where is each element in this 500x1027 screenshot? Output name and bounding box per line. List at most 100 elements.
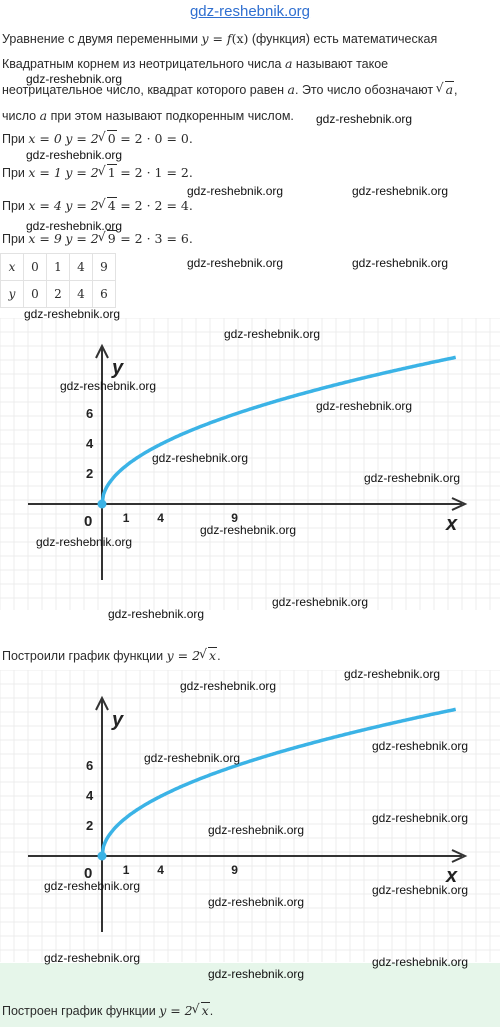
- y-tick-label: 6: [86, 758, 93, 773]
- math-expression: y = 2: [65, 231, 99, 246]
- y-axis-arrow: [95, 343, 109, 359]
- values-table: x 0 1 4 9 y 0 2 4 6: [0, 253, 116, 308]
- math-expression: x = 0: [28, 131, 62, 146]
- watermark: gdz-reshebnik.org: [144, 751, 241, 765]
- math-expression: = 2 · 0 = 0.: [120, 131, 193, 146]
- watermark: gdz-reshebnik.org: [372, 883, 469, 897]
- site-title[interactable]: gdz-reshebnik.org: [189, 3, 311, 20]
- function-curve: [100, 707, 457, 857]
- intro-text: Квадратным корнем из неотрицательного чи…: [2, 57, 282, 71]
- watermark: gdz-reshebnik.org: [26, 148, 123, 162]
- math-expression: = 2 · 2 = 4.: [120, 198, 193, 213]
- watermark: gdz-reshebnik.org: [152, 451, 249, 465]
- table-header-cell: x: [0, 253, 24, 281]
- intro-line-2: Квадратным корнем из неотрицательного чи…: [2, 56, 388, 72]
- intro-text: при этом называют подкоренным числом.: [50, 109, 294, 123]
- math-expression: y = 2: [65, 198, 99, 213]
- table-cell: 1: [46, 253, 70, 281]
- caption-1: Построили график функции y = 2x.: [2, 646, 221, 664]
- sqrt-expression: 1: [98, 163, 117, 181]
- watermark: gdz-reshebnik.org: [26, 219, 123, 233]
- sqrt-expression: 4: [98, 196, 117, 214]
- watermark: gdz-reshebnik.org: [224, 327, 321, 341]
- watermark: gdz-reshebnik.org: [316, 399, 413, 413]
- watermark: gdz-reshebnik.org: [352, 256, 449, 270]
- watermark: gdz-reshebnik.org: [187, 184, 284, 198]
- math-expression: x = 9: [28, 231, 62, 246]
- calc-prefix: При: [2, 199, 25, 213]
- watermark: gdz-reshebnik.org: [36, 535, 133, 549]
- sqrt-expression: x: [192, 1001, 210, 1019]
- watermark: gdz-reshebnik.org: [316, 112, 413, 126]
- y-tick-label: 2: [86, 466, 93, 481]
- y-tick-label: 4: [86, 788, 94, 803]
- y-axis-label: y: [111, 357, 124, 379]
- watermark: gdz-reshebnik.org: [372, 739, 469, 753]
- y-axis-label: y: [111, 709, 124, 731]
- watermark: gdz-reshebnik.org: [364, 471, 461, 485]
- x-tick-label: 9: [231, 863, 238, 877]
- y-tick-label: 2: [86, 818, 93, 833]
- intro-text: неотрицательное число, квадрат которого …: [2, 83, 285, 97]
- caption-text: Построили график функции: [2, 649, 164, 663]
- intro-text: Уравнение с двумя переменными: [2, 32, 198, 46]
- watermark: gdz-reshebnik.org: [208, 967, 305, 981]
- watermark: gdz-reshebnik.org: [372, 811, 469, 825]
- x-axis-arrow: [451, 849, 468, 863]
- math-expression: a: [39, 108, 48, 123]
- x-axis-arrow: [451, 497, 468, 511]
- x-tick-label: 1: [123, 863, 130, 877]
- watermark: gdz-reshebnik.org: [44, 951, 141, 965]
- table-header-cell: y: [0, 280, 24, 308]
- table-row: x 0 1 4 9: [0, 253, 116, 281]
- watermark: gdz-reshebnik.org: [208, 823, 305, 837]
- table-cell: 9: [92, 253, 116, 281]
- calc-line-2: При x = 1 y = 21 = 2 · 1 = 2.: [2, 163, 193, 181]
- origin-label: 0: [84, 865, 92, 882]
- sqrt-expression: a: [436, 80, 455, 98]
- table-cell: 6: [92, 280, 116, 308]
- intro-text: называют такое: [295, 57, 389, 71]
- watermark: gdz-reshebnik.org: [200, 523, 297, 537]
- watermark: gdz-reshebnik.org: [352, 184, 449, 198]
- x-axis-label: x: [445, 865, 458, 887]
- calc-prefix: При: [2, 166, 25, 180]
- math-expression: a: [284, 56, 293, 71]
- watermark: gdz-reshebnik.org: [24, 307, 121, 321]
- math-expression: (x): [231, 31, 249, 46]
- caption-text: Построен график функции: [2, 1004, 156, 1018]
- math-expression: = 2 · 1 = 2.: [120, 165, 193, 180]
- watermark: gdz-reshebnik.org: [272, 595, 369, 609]
- watermark: gdz-reshebnik.org: [372, 955, 469, 969]
- table-row: y 0 2 4 6: [0, 280, 116, 308]
- math-expression: x = 4: [28, 198, 62, 213]
- y-tick-label: 4: [86, 436, 94, 451]
- intro-line-4: число a при этом называют подкоренным чи…: [2, 108, 294, 124]
- data-point: [97, 851, 107, 861]
- table-cell: 2: [46, 280, 70, 308]
- math-expression: y = 2: [65, 131, 99, 146]
- table-cell: 0: [23, 253, 47, 281]
- math-expression: y = 2: [166, 648, 201, 663]
- watermark: gdz-reshebnik.org: [344, 667, 441, 681]
- math-expression: x = 1: [28, 165, 62, 180]
- intro-text: ,: [454, 83, 458, 97]
- caption-end: .: [217, 649, 221, 663]
- watermark: gdz-reshebnik.org: [44, 879, 141, 893]
- function-curve: [100, 355, 457, 505]
- math-expression: a: [287, 82, 295, 97]
- y-tick-label: 6: [86, 406, 93, 421]
- calc-line-1: При x = 0 y = 20 = 2 · 0 = 0.: [2, 129, 193, 147]
- intro-text: (функция) есть математическая: [251, 32, 438, 46]
- watermark: gdz-reshebnik.org: [108, 607, 205, 621]
- calc-prefix: При: [2, 232, 25, 246]
- sqrt-expression: 0: [98, 129, 117, 147]
- math-expression: y = 2: [65, 165, 99, 180]
- table-cell: 4: [69, 253, 93, 281]
- caption-2: Построен график функции y = 2x.: [2, 1001, 213, 1019]
- math-expression: = 2 · 3 = 6.: [120, 231, 193, 246]
- intro-line-1: Уравнение с двумя переменными y = f(x) (…: [2, 31, 437, 47]
- table-cell: 0: [23, 280, 47, 308]
